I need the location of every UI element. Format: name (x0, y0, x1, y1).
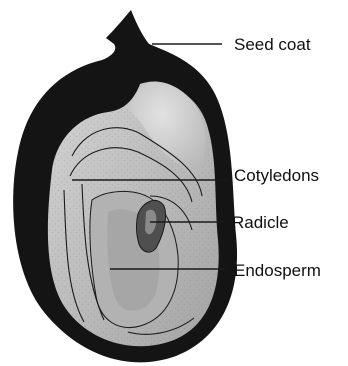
label-cotyledons: Cotyledons (234, 166, 319, 185)
label-seed-coat: Seed coat (234, 35, 311, 54)
labels: Seed coat Cotyledons Radicle Endosperm (232, 35, 321, 280)
label-radicle: Radicle (232, 213, 289, 232)
label-endosperm: Endosperm (234, 261, 321, 280)
